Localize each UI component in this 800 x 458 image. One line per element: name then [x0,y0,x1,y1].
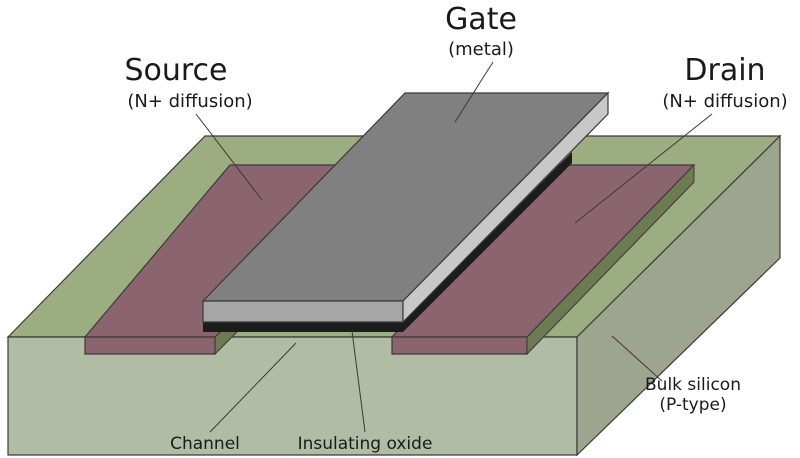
drain-leader [574,113,713,224]
leader-lines [195,61,713,433]
substrate-front-face [7,336,578,456]
bulk-label: Bulk silicon [645,375,741,395]
source-sub-label: (N+ diffusion) [127,91,252,112]
source-leader [195,113,263,201]
gate-front-face [202,300,404,323]
gate-label: Gate [445,2,517,37]
bulk-sub-label: (P-type) [659,395,726,415]
drain-label: Drain [684,53,765,88]
source-label: Source [124,53,227,88]
drain-sub-label: (N+ diffusion) [662,91,787,112]
bulk-leader [611,335,663,382]
source-front-face [84,336,216,355]
gate-sub-label: (metal) [448,39,514,60]
drain-diffusion [390,163,696,356]
oxide-label: Insulating oxide [298,434,433,454]
drain-side-face [526,163,695,356]
oxide-leader [351,330,366,433]
oxide-front-face [203,322,403,332]
substrate-side-face [576,134,781,457]
channel-leader [209,342,297,433]
oxide-side-face [403,152,572,332]
gate-side-face [402,91,609,324]
channel-label: Channel [170,434,240,454]
insulating-oxide-layer [203,152,572,332]
gate-metal [201,91,610,324]
gate-leader [454,61,494,123]
drain-front-face [391,336,528,355]
